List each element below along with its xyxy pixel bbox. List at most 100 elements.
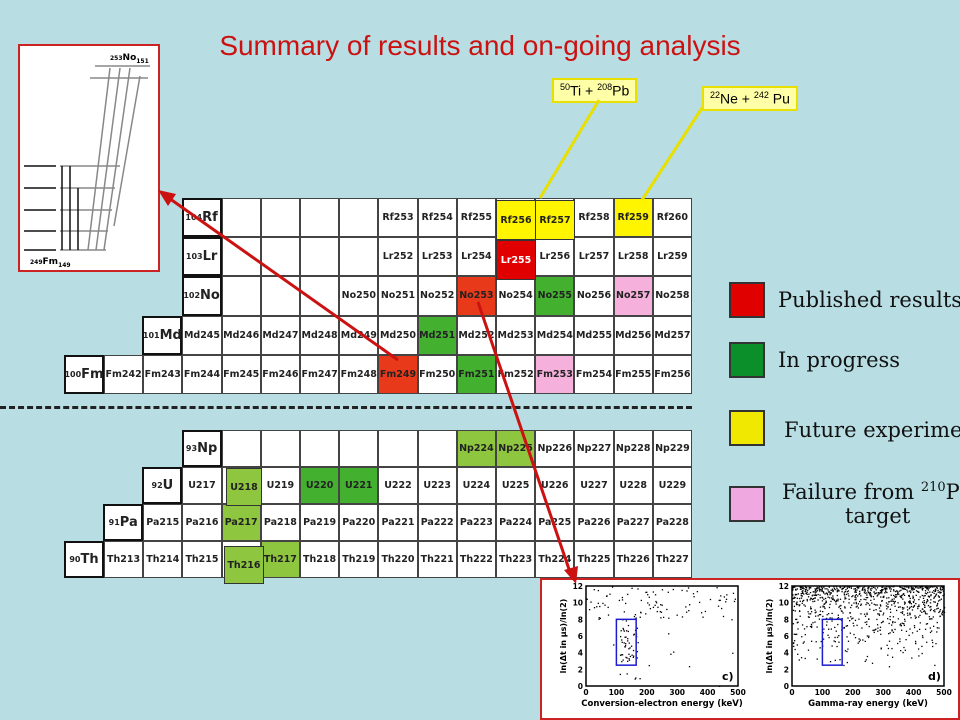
scatter-point: [910, 603, 913, 605]
scatter-point: [865, 623, 868, 626]
scatter-point: [889, 615, 891, 618]
scatter-point: [838, 590, 840, 592]
scatter-point: [868, 618, 870, 621]
scatter-point: [850, 606, 852, 609]
scatter-point: [734, 598, 737, 600]
scatter-point: [622, 629, 625, 631]
scatter-point: [807, 611, 809, 613]
scatter-point: [831, 617, 833, 619]
scatter-point: [625, 630, 628, 632]
scatter-point: [807, 596, 810, 598]
nuclide-highlight-rf256: Rf256: [496, 200, 536, 240]
scatter-point: [930, 608, 932, 610]
scatter-point: [828, 591, 831, 593]
scatter-point: [888, 601, 890, 603]
scatter-point: [862, 639, 864, 641]
y-tick-label: 2: [784, 665, 789, 674]
scatter-point: [828, 606, 831, 609]
nuclide-cell-u219: U219: [260, 467, 300, 504]
nuclide-cell-md256: Md256: [613, 315, 653, 355]
scatter-point: [815, 591, 817, 593]
panel-tag: c): [722, 670, 734, 683]
scatter-point: [719, 599, 721, 601]
scatter-point: [877, 592, 880, 594]
scatter-point: [908, 601, 910, 603]
scatter-point: [845, 589, 847, 591]
reaction-label-ti-pb: 50Ti + 208Pb: [552, 78, 638, 103]
scatter-point: [802, 600, 804, 602]
y-tick-label: 4: [784, 649, 789, 658]
scatter-point: [839, 598, 842, 600]
scatter-point: [792, 609, 795, 612]
scatter-point: [924, 606, 926, 608]
scatter-point: [914, 617, 917, 619]
scatter-point: [802, 642, 804, 644]
scatter-point: [933, 590, 935, 592]
scatter-point: [629, 647, 631, 649]
scatter-point: [816, 586, 818, 589]
scatter-point: [814, 588, 816, 590]
scatter-point: [869, 594, 871, 596]
scatter-point: [904, 620, 906, 622]
scatter-point: [851, 604, 853, 606]
scatter-point: [923, 603, 925, 605]
scatter-point: [621, 599, 624, 601]
scatter-point: [888, 640, 891, 642]
scatter-point: [886, 597, 888, 599]
scatter-point: [929, 627, 931, 629]
x-tick-label: 500: [936, 688, 952, 697]
nuclide-cell-th226: Th226: [613, 541, 653, 578]
scatter-point: [858, 618, 860, 620]
scatter-point: [625, 636, 627, 638]
scatter-point: [876, 624, 879, 626]
scatter-point: [918, 655, 920, 657]
reaction-label-ne-pu: 22Ne + 242 Pu: [702, 86, 798, 111]
scatter-point: [819, 590, 821, 592]
nuclide-cell-fm254: Fm254: [574, 354, 614, 394]
nuclide-cell-lr259: Lr259: [652, 237, 692, 277]
scatter-point: [820, 640, 822, 643]
scatter-point: [588, 609, 591, 611]
scatter-point: [886, 591, 888, 594]
nuclide-cell-empty: [339, 430, 379, 467]
scatter-point: [611, 586, 614, 588]
scatter-point: [819, 647, 821, 649]
scatter-point: [893, 590, 895, 592]
scatter-point: [897, 602, 899, 604]
scatter-point: [844, 650, 847, 652]
scatter-point: [633, 633, 635, 635]
nuclide-cell-u226: U226: [535, 467, 575, 504]
scatter-point: [797, 628, 799, 630]
scatter-point: [819, 610, 822, 612]
scatter-point: [796, 588, 799, 590]
nuclide-cell-md249: Md249: [339, 315, 379, 355]
scatter-point: [809, 613, 812, 615]
scatter-point: [849, 611, 851, 614]
scatter-point: [915, 616, 917, 618]
scatter-point: [718, 685, 721, 688]
scatter-point: [657, 606, 659, 608]
scatter-point: [808, 616, 810, 619]
scatter-point: [808, 588, 810, 590]
scatter-point: [864, 592, 866, 594]
scatter-point: [891, 586, 893, 588]
scatter-point: [918, 604, 920, 606]
scatter-point: [884, 592, 886, 594]
y-axis-label: ln(Δt in μs)/ln(2): [559, 599, 568, 674]
scatter-point: [830, 600, 832, 603]
nuclide-cell-u228: U228: [613, 467, 653, 504]
scatter-point: [918, 616, 920, 618]
scatter-point: [874, 604, 877, 606]
scatter-point: [843, 594, 846, 596]
nuclide-cell-lr256: Lr256: [535, 237, 575, 277]
scatter-point: [936, 587, 939, 589]
scatter-point: [839, 586, 841, 588]
scatter-point: [873, 631, 875, 634]
y-axis-label: ln(Δt in μs)/ln(2): [765, 599, 774, 674]
scatter-point: [797, 593, 799, 595]
scatter-point: [794, 586, 796, 588]
scatter-point: [860, 613, 862, 615]
nuclide-cell-no255: No255: [535, 276, 575, 316]
scatter-point: [921, 652, 923, 655]
